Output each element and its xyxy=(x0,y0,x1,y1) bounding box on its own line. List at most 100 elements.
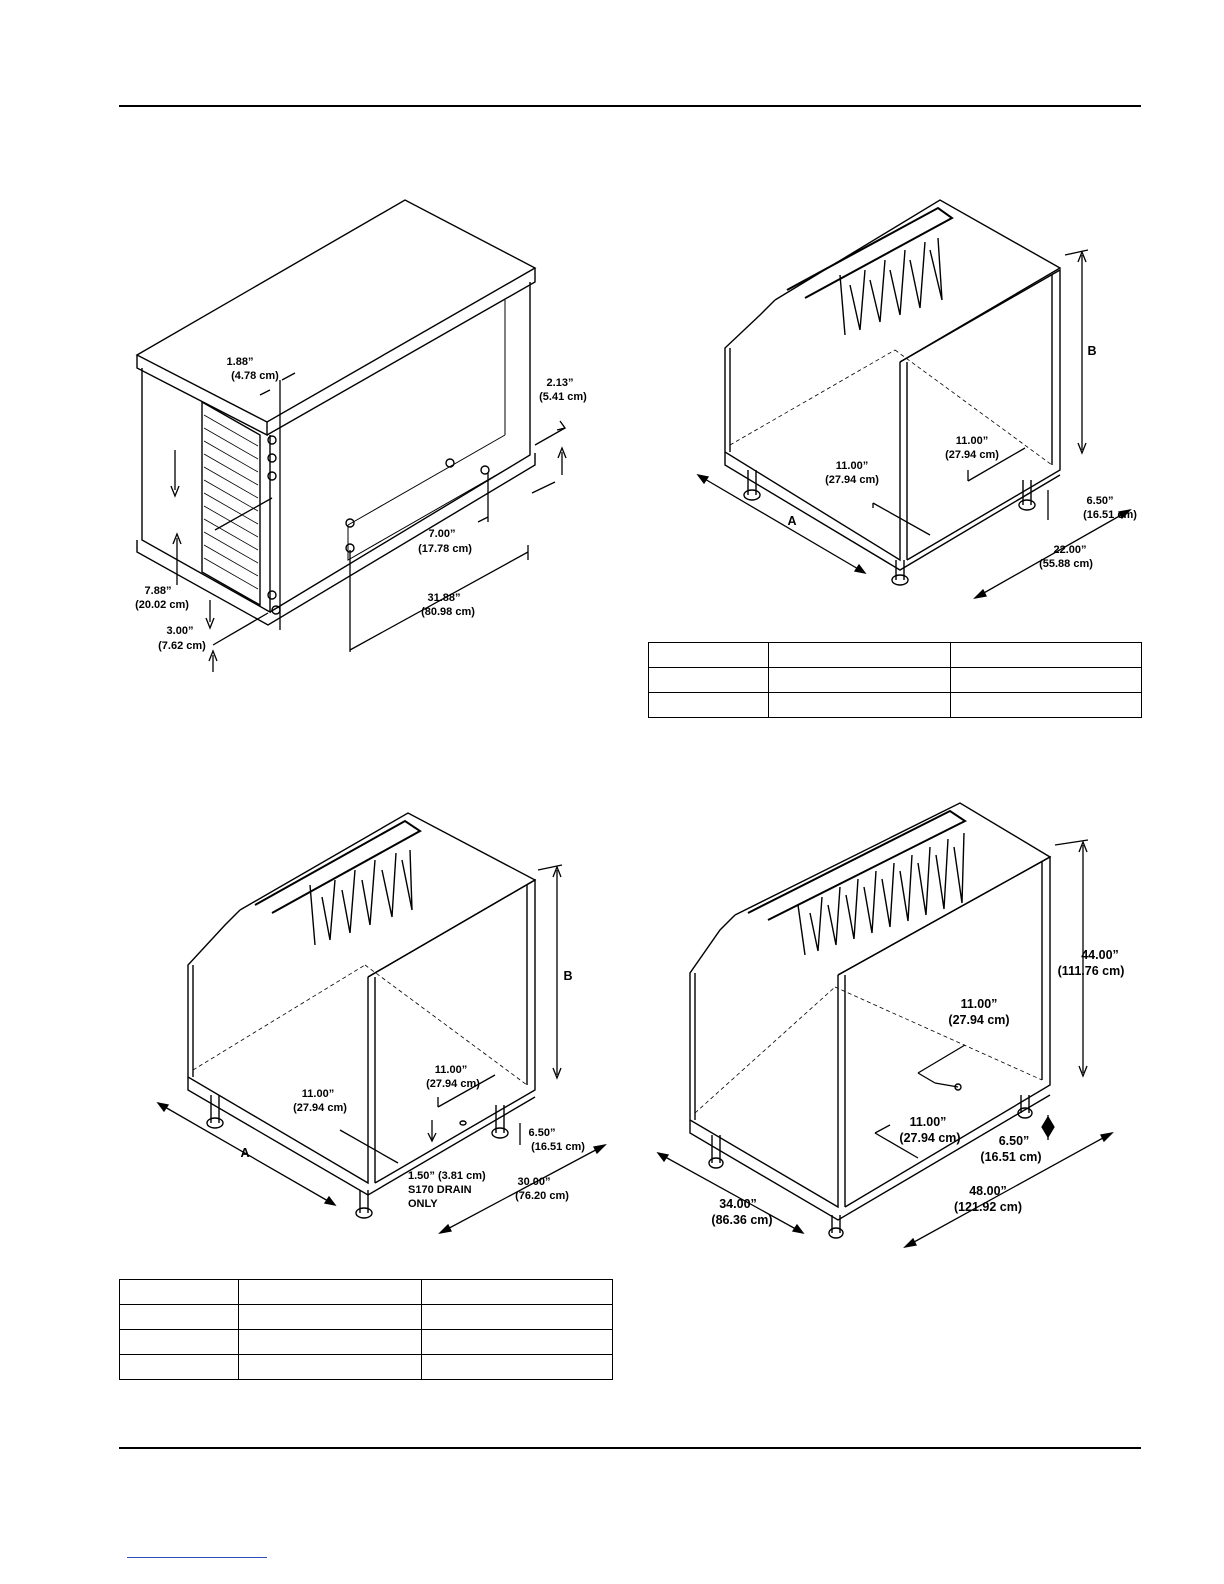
table-cell xyxy=(238,1304,422,1330)
dim-label-3-00: 3.00” (7.62 cm) xyxy=(158,625,206,652)
table-cell xyxy=(768,642,951,668)
dim-44-00-in: 44.00” xyxy=(1081,948,1119,962)
dim-2-13-cm: (5.41 cm) xyxy=(539,391,587,403)
table-cell xyxy=(119,1354,239,1380)
condensing-unit-diagram: 1.88” (4.78 cm) 2.13” (5.41 cm) 7.00” (1… xyxy=(110,190,587,680)
dim-7-00-in: 7.00” xyxy=(429,528,456,540)
table-row xyxy=(648,642,1142,668)
dim-7-88-in: 7.88” xyxy=(145,585,172,597)
drain-note-line-1: 1.50” (3.81 cm) xyxy=(408,1170,486,1182)
dim-11-00-cm: (27.94 cm) xyxy=(945,449,999,461)
dim-label-1-88: 1.88” (4.78 cm) xyxy=(227,356,280,382)
bin-br-label-34-00: 34.00” (86.36 cm) xyxy=(711,1197,772,1227)
drain-note: 1.50” (3.81 cm) S170 DRAIN ONLY xyxy=(408,1170,486,1210)
dim-letter-b: B xyxy=(1087,344,1096,358)
bin-br-label-11-00-lower: 11.00” (27.94 cm) xyxy=(899,1115,960,1145)
bin-br-label-6-50: 6.50” (16.51 cm) xyxy=(980,1134,1041,1164)
table-cell xyxy=(238,1279,422,1305)
dim-label-31-88: 31.88” (80.98 cm) xyxy=(421,592,475,618)
dim-30-00-cm: (76.20 cm) xyxy=(515,1190,569,1202)
dim-11-00-in: 11.00” xyxy=(956,435,988,447)
table-row xyxy=(119,1304,613,1330)
bin-bl-label-11-00-right: 11.00” (27.94 cm) xyxy=(426,1064,480,1090)
dim-48-00-cm: (121.92 cm) xyxy=(954,1200,1022,1214)
bin-bl-label-6-50: 6.50” (16.51 cm) xyxy=(529,1127,586,1153)
dim-label-7-88: 7.88” (20.02 cm) xyxy=(135,585,189,611)
bin-diagram-bottom-right: 44.00” (111.76 cm) 11.00” (27.94 cm) 11.… xyxy=(650,795,1130,1255)
bin-diagram-top-right: A B 11.00” (27.94 cm) 11.00” (27.94 cm) … xyxy=(690,190,1140,610)
dim-1-88-in: 1.88” xyxy=(227,356,254,368)
dim-11-00-in: 11.00” xyxy=(961,997,998,1011)
table-row xyxy=(648,667,1142,693)
dim-7-88-cm: (20.02 cm) xyxy=(135,599,189,611)
dimension-table-top-right xyxy=(648,642,1142,718)
dim-6-50-in: 6.50” xyxy=(1087,495,1114,507)
dim-6-50-in: 6.50” xyxy=(529,1127,556,1139)
dim-11-00-in: 11.00” xyxy=(302,1088,334,1100)
bin-br-label-48-00: 48.00” (121.92 cm) xyxy=(954,1184,1022,1214)
dim-31-88-in: 31.88” xyxy=(427,592,460,604)
bin-diagram-bottom-left: A B 11.00” (27.94 cm) 11.00” (27.94 cm) … xyxy=(150,805,610,1235)
dim-34-00-in: 34.00” xyxy=(719,1197,757,1211)
condensing-unit-dimension-lines xyxy=(170,372,567,672)
drain-note-line-3: ONLY xyxy=(408,1198,438,1210)
dim-11-00-cm: (27.94 cm) xyxy=(293,1102,347,1114)
dim-22-00-in: 22.00” xyxy=(1053,544,1086,556)
dimension-table-bottom-left xyxy=(119,1279,613,1380)
dim-11-00-cm: (27.94 cm) xyxy=(825,474,879,486)
dim-6-50-cm: (16.51 cm) xyxy=(531,1141,585,1153)
bin-tr-label-11-00-left: 11.00” (27.94 cm) xyxy=(825,460,879,486)
table-cell xyxy=(768,667,951,693)
footer-link-underline xyxy=(127,1557,267,1558)
dim-1-88-cm: (4.78 cm) xyxy=(231,370,279,382)
dim-11-00-in: 11.00” xyxy=(836,460,868,472)
dim-34-00-cm: (86.36 cm) xyxy=(711,1213,772,1227)
dim-11-00-cm: (27.94 cm) xyxy=(899,1131,960,1145)
dim-3-00-cm: (7.62 cm) xyxy=(158,640,206,652)
dim-30-00-in: 30.00” xyxy=(517,1176,550,1188)
bin-tr-label-6-50: 6.50” (16.51 cm) xyxy=(1083,495,1137,521)
bin-top-right-drawing xyxy=(724,199,1062,586)
bin-bl-label-11-00-left: 11.00” (27.94 cm) xyxy=(293,1088,347,1114)
dim-44-00-cm: (111.76 cm) xyxy=(1058,964,1125,978)
footer-rule xyxy=(119,1447,1141,1449)
bin-tr-label-22-00: 22.00” (55.88 cm) xyxy=(1039,544,1093,570)
bin-bottom-left-dimension-lines xyxy=(156,864,607,1235)
table-cell xyxy=(648,642,769,668)
dim-6-50-cm: (16.51 cm) xyxy=(1083,509,1137,521)
dim-6-50-in: 6.50” xyxy=(999,1134,1030,1148)
table-cell xyxy=(421,1329,613,1355)
dim-11-00-in: 11.00” xyxy=(910,1115,947,1129)
table-cell xyxy=(648,692,769,718)
dim-22-00-cm: (55.88 cm) xyxy=(1039,558,1093,570)
drain-note-line-2: S170 DRAIN xyxy=(408,1184,472,1196)
dim-label-2-13: 2.13” (5.41 cm) xyxy=(539,377,587,403)
bin-bottom-right-dimension-lines xyxy=(656,839,1114,1249)
bin-top-right-dimension-lines xyxy=(696,249,1132,600)
table-cell xyxy=(119,1329,239,1355)
table-cell xyxy=(768,692,951,718)
table-cell xyxy=(421,1304,613,1330)
table-row xyxy=(119,1329,613,1355)
bin-br-label-11-00-upper: 11.00” (27.94 cm) xyxy=(948,997,1009,1027)
dim-letter-a: A xyxy=(240,1146,249,1160)
dim-6-50-cm: (16.51 cm) xyxy=(980,1150,1041,1164)
bin-bl-label-30-00: 30.00” (76.20 cm) xyxy=(515,1176,569,1202)
header-rule xyxy=(119,105,1141,107)
table-cell xyxy=(238,1329,422,1355)
dim-48-00-in: 48.00” xyxy=(969,1184,1007,1198)
table-cell xyxy=(950,692,1142,718)
table-cell xyxy=(950,667,1142,693)
dim-11-00-in: 11.00” xyxy=(435,1064,467,1076)
table-cell xyxy=(238,1354,422,1380)
table-cell xyxy=(950,642,1142,668)
dim-2-13-in: 2.13” xyxy=(547,377,574,389)
table-row xyxy=(648,692,1142,718)
table-cell xyxy=(119,1279,239,1305)
dim-letter-a: A xyxy=(787,514,796,528)
bin-bottom-left-drawing xyxy=(187,812,537,1219)
dim-11-00-cm: (27.94 cm) xyxy=(426,1078,480,1090)
dim-7-00-cm: (17.78 cm) xyxy=(418,543,472,555)
condensing-unit-drawing xyxy=(135,199,537,626)
dim-label-7-00: 7.00” (17.78 cm) xyxy=(418,528,472,555)
